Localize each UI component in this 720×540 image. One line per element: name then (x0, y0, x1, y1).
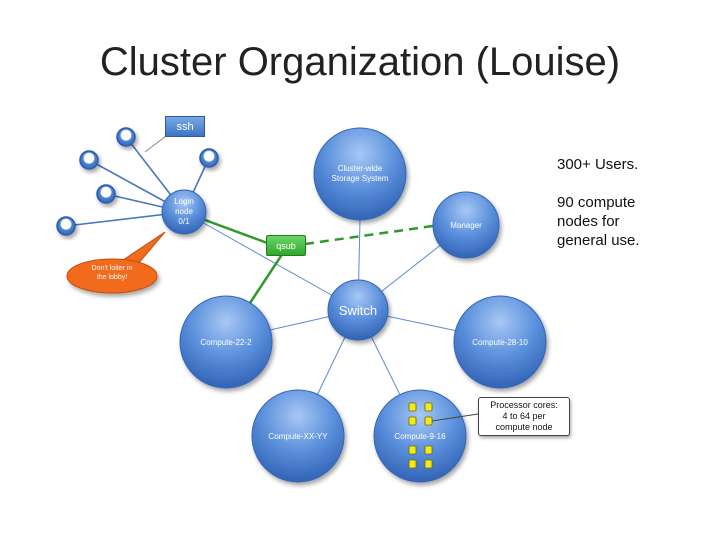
switch-node (327, 279, 389, 341)
login-node (161, 189, 207, 235)
user-icons (56, 127, 219, 236)
storage-node (313, 127, 407, 221)
compute-xx-yy-node (251, 389, 345, 483)
user-icon (56, 216, 76, 236)
link-qsub-manager (304, 223, 441, 246)
chip-icon (408, 416, 417, 426)
processor-chips (408, 402, 433, 469)
link-switch-login (183, 211, 359, 311)
user-icon (96, 184, 116, 204)
chip-icon (424, 445, 433, 455)
slide-title: Cluster Organization (Louise) (99, 40, 621, 84)
chip-icon (424, 459, 433, 469)
user-icon (199, 148, 219, 168)
manager-node (432, 191, 500, 259)
user-icon (116, 127, 136, 147)
cluster-nodes (161, 127, 547, 483)
compute-22-2-node (179, 295, 273, 389)
lobby-callout-bubble (118, 231, 166, 265)
chip-icon (424, 416, 433, 426)
lobby-callout (66, 258, 158, 294)
users-count-text: 300+ Users. (557, 156, 639, 173)
chip-icon (408, 402, 417, 412)
compute-28-10-node (453, 295, 547, 389)
chip-icon (424, 402, 433, 412)
link-qsub-compute-22-2 (248, 252, 285, 304)
chip-icon (408, 445, 417, 455)
processor-callout-pointer (431, 413, 479, 422)
link-login-qsub (204, 218, 271, 246)
compute-9-16-node (373, 389, 467, 483)
side-note: 300+ Users. 90 compute nodes for general… (557, 155, 707, 250)
compute-nodes-text: 90 compute nodes for general use. (557, 194, 640, 249)
qsub-tag: qsub (266, 235, 306, 256)
ssh-tag: ssh (165, 116, 205, 137)
chip-icon (408, 459, 417, 469)
user-icon (79, 150, 99, 170)
processor-callout: Processor cores: 4 to 64 per compute nod… (478, 397, 570, 436)
